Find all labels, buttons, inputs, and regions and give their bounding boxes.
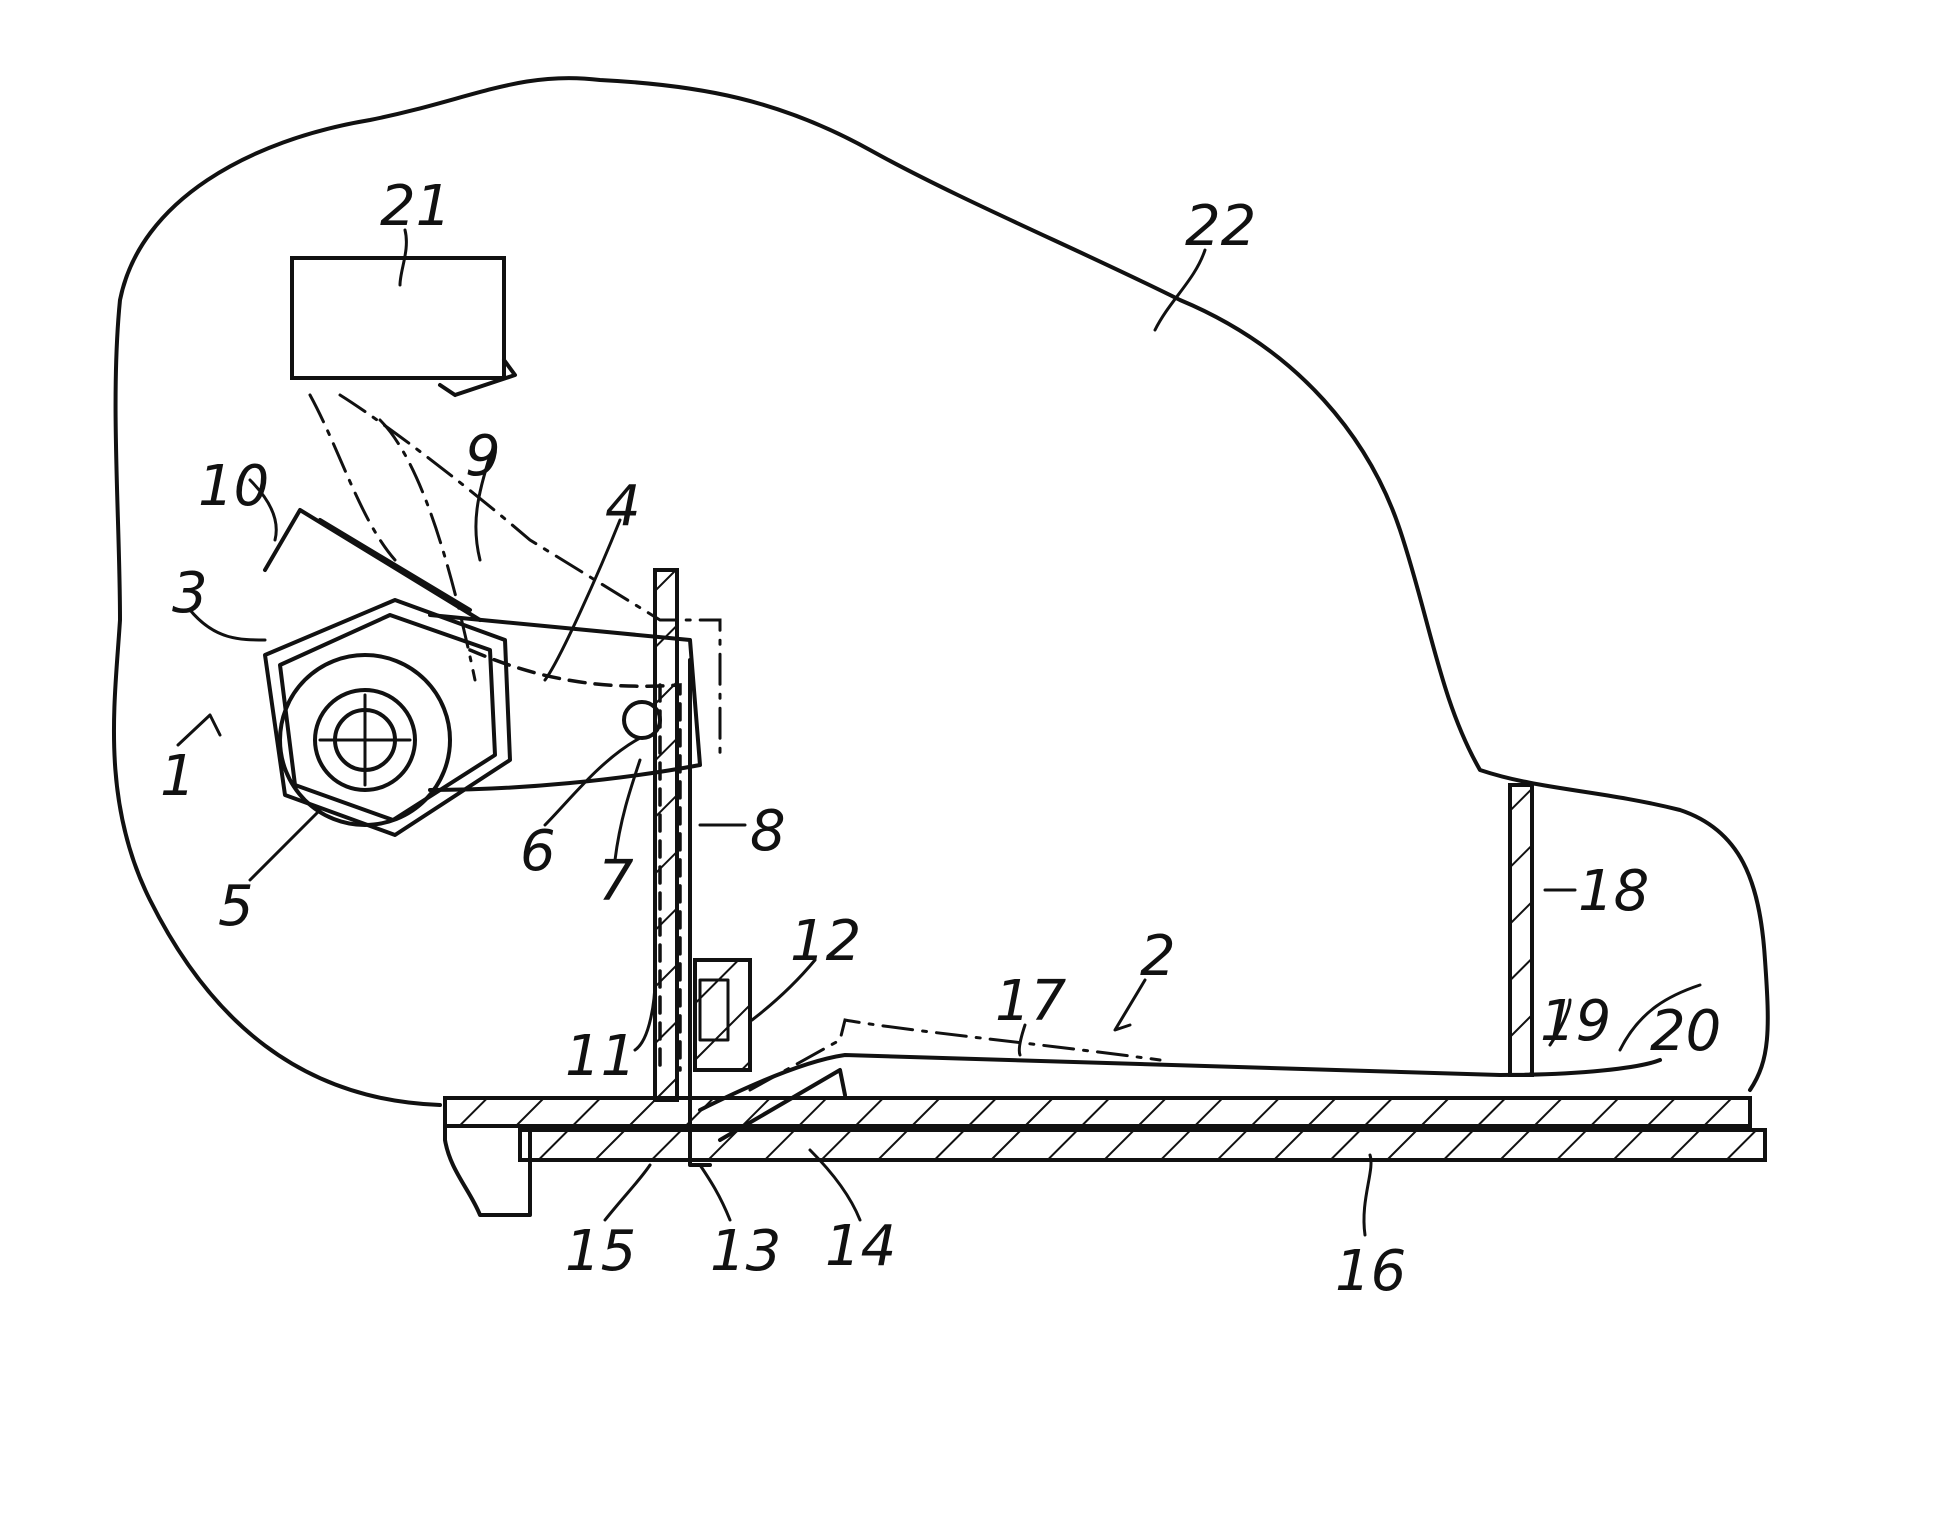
label-17: 17 bbox=[995, 969, 1067, 1034]
label-2: 2 bbox=[1140, 924, 1176, 989]
lower-plate bbox=[518, 1128, 1767, 1162]
linkage-dashdot bbox=[338, 393, 722, 762]
label-13: 13 bbox=[710, 1219, 781, 1284]
label-19: 19 bbox=[1540, 989, 1611, 1054]
spring-plate bbox=[698, 1053, 1662, 1112]
label-21: 21 bbox=[380, 174, 451, 239]
base-left-flange bbox=[443, 1096, 532, 1217]
upper-plate bbox=[443, 1096, 1752, 1128]
rod-13 bbox=[688, 658, 712, 1167]
housing-outline bbox=[111, 76, 1770, 1107]
hub-mid bbox=[313, 688, 417, 792]
label-6: 6 bbox=[520, 819, 556, 884]
label-10: 10 bbox=[198, 454, 269, 519]
label-9: 9 bbox=[465, 424, 501, 489]
label-14: 14 bbox=[825, 1214, 896, 1279]
component-21-bracket bbox=[438, 358, 517, 397]
label-15: 15 bbox=[565, 1219, 636, 1284]
label-1: 1 bbox=[160, 744, 196, 809]
block-12 bbox=[693, 958, 752, 1072]
stop-post bbox=[1508, 783, 1534, 1077]
label-12: 12 bbox=[790, 909, 861, 974]
spring-wire bbox=[263, 508, 482, 622]
lever-alt-dashed bbox=[468, 648, 682, 1072]
spring-plate-raised bbox=[748, 1018, 1162, 1092]
label-11: 11 bbox=[565, 1024, 636, 1089]
vertical-post bbox=[653, 568, 679, 1102]
label-20: 20 bbox=[1650, 999, 1721, 1064]
label-4: 4 bbox=[605, 474, 641, 539]
hex-housing-outer bbox=[263, 598, 512, 837]
label-3: 3 bbox=[172, 561, 208, 626]
label-5: 5 bbox=[218, 874, 254, 939]
label-8: 8 bbox=[750, 799, 786, 864]
component-21-box bbox=[290, 256, 506, 380]
label-7: 7 bbox=[598, 849, 634, 914]
label-22: 22 bbox=[1185, 194, 1256, 259]
hub-outer bbox=[278, 653, 452, 827]
label-16: 16 bbox=[1335, 1239, 1406, 1304]
label-18: 18 bbox=[1578, 859, 1649, 924]
